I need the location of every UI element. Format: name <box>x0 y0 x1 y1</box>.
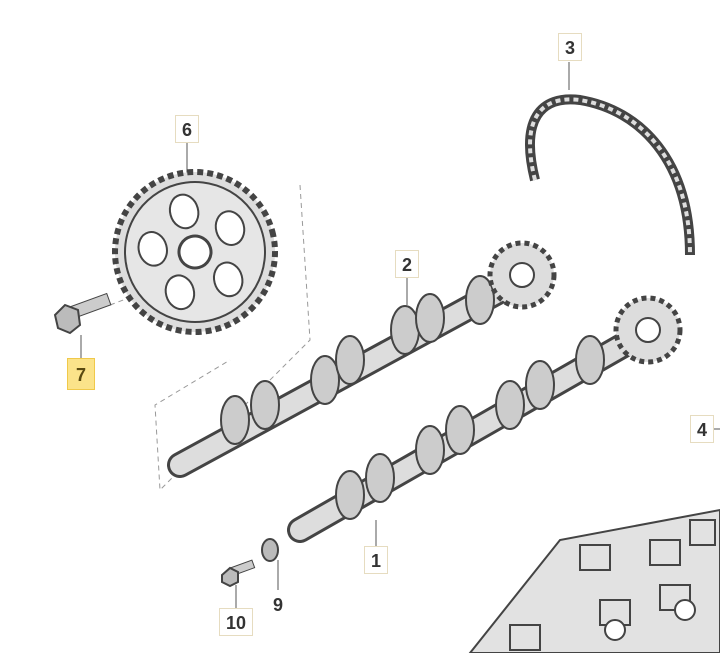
bolt[interactable] <box>221 559 256 588</box>
camshaft-sprocket[interactable] <box>97 154 293 350</box>
camshaft-exhaust[interactable] <box>287 295 683 543</box>
seal-plug[interactable] <box>261 538 279 562</box>
cylinder-head[interactable] <box>468 508 720 653</box>
timing-chain[interactable] <box>525 94 695 256</box>
camshaft-intake[interactable] <box>167 240 557 478</box>
callout-1[interactable]: 1 <box>364 546 388 574</box>
callout-7-highlighted[interactable]: 7 <box>67 358 95 390</box>
callout-3[interactable]: 3 <box>558 33 582 61</box>
callout-4[interactable]: 4 <box>690 415 714 443</box>
callout-6[interactable]: 6 <box>175 115 199 143</box>
sprocket-bolt[interactable] <box>53 292 112 335</box>
callout-9[interactable]: 9 <box>266 590 290 618</box>
callout-2[interactable]: 2 <box>395 250 419 278</box>
callout-10[interactable]: 10 <box>219 608 253 636</box>
